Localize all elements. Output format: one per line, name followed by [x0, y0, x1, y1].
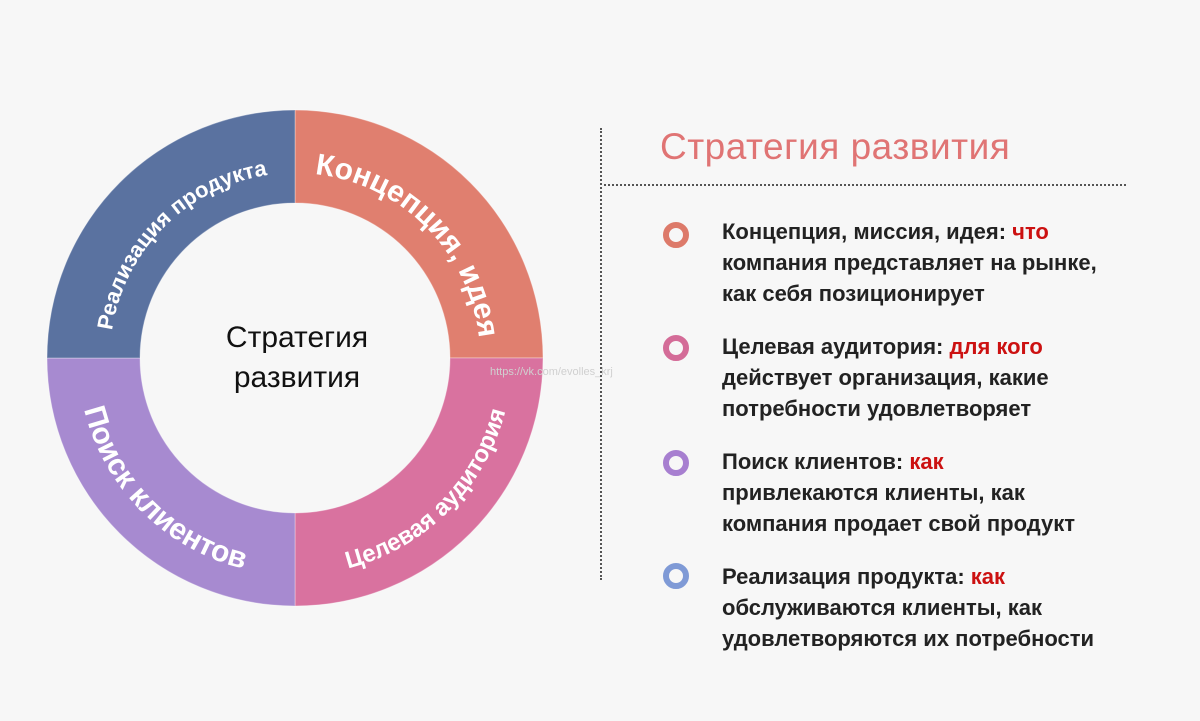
legend-item-audience: Целевая аудитория: для кого действует ор… — [722, 334, 1049, 421]
bullet-ring-icon — [663, 222, 689, 248]
segment-concept — [294, 109, 544, 359]
legend-item-clients: Поиск клиентов: как привлекаются клиенты… — [722, 449, 1076, 536]
center-title-line2: развития — [234, 361, 360, 394]
segment-clients — [46, 357, 296, 607]
watermark: https://vk.com/evolles_krj — [490, 366, 613, 378]
bullet-ring-icon — [663, 335, 689, 361]
strategy-ring-diagram: Концепция, идея Целевая аудитория Поиск … — [46, 109, 544, 607]
legend-item-concept: Концепция, миссия, идея: что компания пр… — [722, 219, 1097, 306]
bullet-ring-icon — [663, 450, 689, 476]
bullet-ring-icon — [663, 563, 689, 589]
legend-title: Стратегия развития — [660, 126, 1011, 167]
legend-item-product: Реализация продукта: как обслуживаются к… — [722, 564, 1095, 651]
vertical-divider — [600, 128, 602, 580]
title-underline — [604, 184, 1126, 186]
center-title-line1: Стратегия — [226, 321, 368, 354]
segment-audience — [294, 357, 544, 607]
segment-product — [46, 109, 296, 359]
